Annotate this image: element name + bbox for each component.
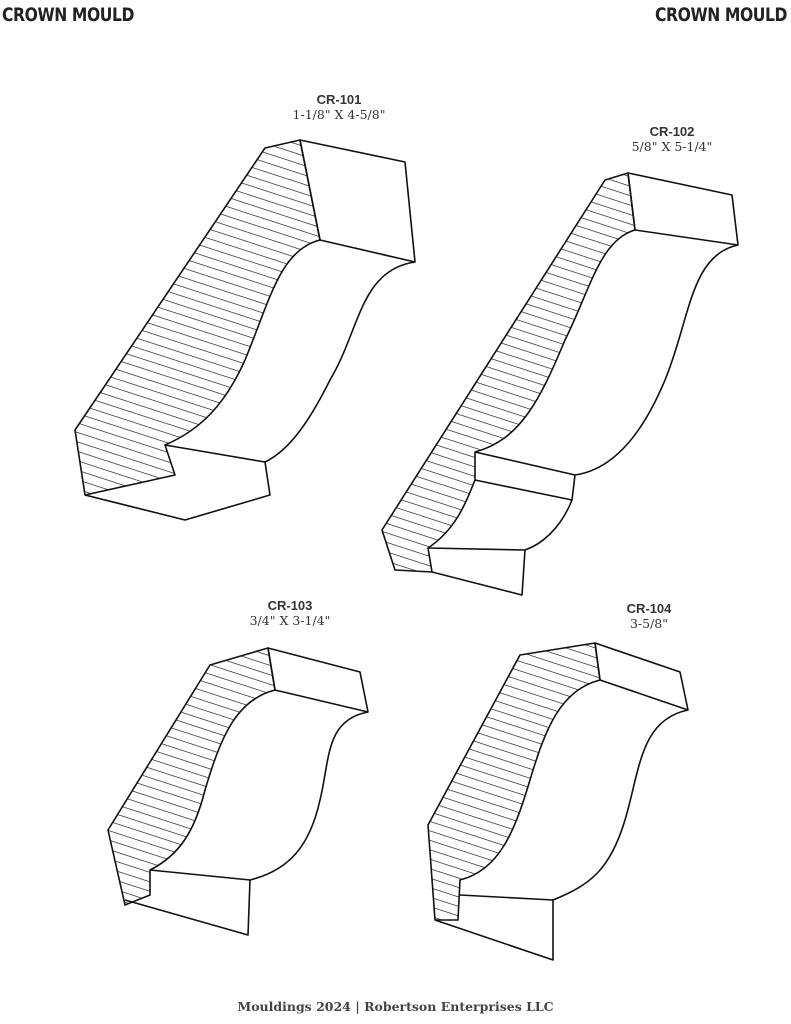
profile-dimensions: 5/8" X 5-1/4"	[631, 139, 713, 154]
profile-label-cr-104: CR-104 3-5/8"	[549, 601, 749, 631]
profile-dimensions: 3/4" X 3-1/4"	[249, 613, 331, 628]
profile-drawing-cr-102	[381, 172, 739, 596]
profile-label-cr-102: CR-102 5/8" X 5-1/4"	[572, 124, 772, 154]
profile-code: CR-101	[316, 92, 362, 107]
profile-drawing-cr-103	[107, 647, 369, 936]
profile-dimensions: 1-1/8" X 4-5/8"	[292, 107, 386, 122]
page-footer: Mouldings 2024 | Robertson Enterprises L…	[237, 999, 554, 1014]
profile-label-cr-101: CR-101 1-1/8" X 4-5/8"	[239, 92, 439, 122]
page-header-right: CROWN MOULD	[654, 4, 787, 26]
profile-label-cr-103: CR-103 3/4" X 3-1/4"	[190, 598, 390, 628]
profile-code: CR-103	[267, 598, 313, 613]
profile-drawing-cr-101	[74, 139, 416, 521]
profile-dimensions: 3-5/8"	[629, 616, 669, 631]
profile-drawing-cr-104	[427, 642, 689, 961]
profile-code: CR-102	[649, 124, 695, 139]
profile-code: CR-104	[626, 601, 672, 616]
page-header-left: CROWN MOULD	[2, 4, 135, 26]
